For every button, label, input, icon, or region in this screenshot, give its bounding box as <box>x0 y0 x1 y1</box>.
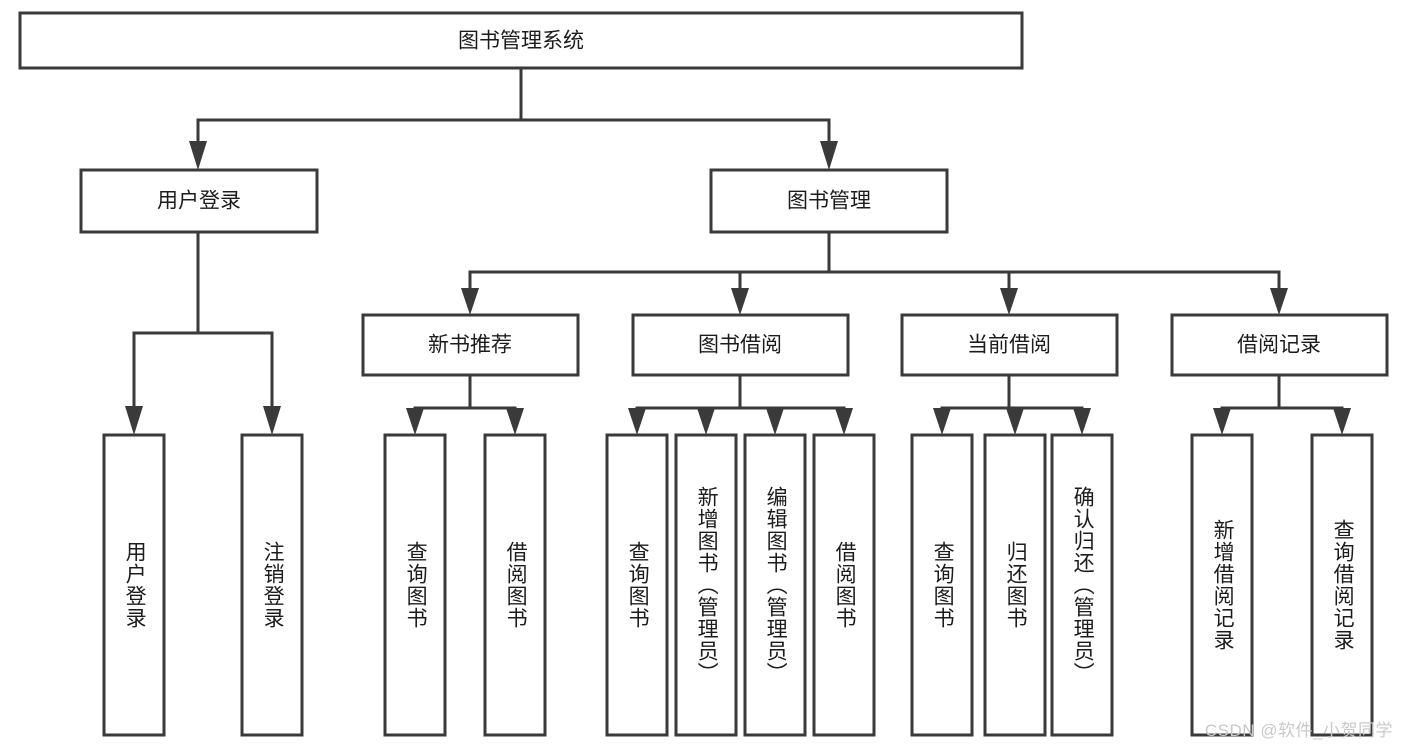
node-borrow-record[interactable]: 借阅记录 <box>1170 313 1389 377</box>
arrow-cb-leaf-1 <box>933 408 951 435</box>
node-leaf-confirm-return-label: 确认归还（管理员） <box>1071 486 1095 684</box>
node-book-manage[interactable]: 图书管理 <box>709 168 949 234</box>
node-current-borrow-box[interactable] <box>900 313 1119 377</box>
node-new-book-recommend[interactable]: 新书推荐 <box>361 313 580 377</box>
node-leaf-confirm-return-box[interactable] <box>1050 433 1114 737</box>
node-leaf-query-book-recommend[interactable]: 查询图书 <box>383 433 447 737</box>
node-user-login-box[interactable] <box>79 168 319 234</box>
node-leaf-query-book-recommend-box[interactable] <box>383 433 447 737</box>
node-leaf-query-book-current-label: 查询图书 <box>931 541 955 629</box>
node-book-borrow[interactable]: 图书借阅 <box>631 313 850 377</box>
node-root[interactable]: 图书管理系统 <box>18 11 1024 70</box>
arrow-user-login-leaf-1 <box>125 406 143 435</box>
node-leaf-add-borrow-record-label: 新增借阅记录 <box>1211 519 1235 651</box>
node-leaf-query-book-current[interactable]: 查询图书 <box>910 433 974 737</box>
arrow-br-leaf-2 <box>1333 408 1351 435</box>
node-leaf-add-borrow-record-box[interactable] <box>1190 433 1254 737</box>
arrow-to-book-borrow <box>731 288 749 315</box>
arrow-to-new-book-recommend <box>461 288 479 315</box>
node-new-book-recommend-box[interactable] <box>361 313 580 377</box>
arrow-root-to-book-manage <box>820 141 838 170</box>
node-leaf-edit-book[interactable]: 编辑图书（管理员） <box>743 433 807 737</box>
node-borrow-record-label: 借阅记录 <box>1237 334 1321 357</box>
arrow-br-leaf-1 <box>1213 408 1231 435</box>
arrow-bb-leaf-1 <box>628 408 646 435</box>
node-book-manage-label: 图书管理 <box>787 190 871 213</box>
node-leaf-confirm-return[interactable]: 确认归还（管理员） <box>1050 433 1114 737</box>
node-leaf-return-book[interactable]: 归还图书 <box>983 433 1047 737</box>
node-leaf-borrow-book-label: 借阅图书 <box>833 541 857 629</box>
arrow-bb-leaf-2 <box>697 408 715 435</box>
node-leaf-logout-login[interactable]: 注销登录 <box>240 433 304 737</box>
arrow-bb-leaf-4 <box>835 408 853 435</box>
node-leaf-return-book-label: 归还图书 <box>1004 541 1028 629</box>
arrow-to-current-borrow <box>1000 288 1018 315</box>
node-new-book-recommend-label: 新书推荐 <box>428 334 512 357</box>
node-root-box[interactable] <box>18 11 1024 70</box>
node-leaf-borrow-book-box[interactable] <box>812 433 876 737</box>
node-user-login[interactable]: 用户登录 <box>79 168 319 234</box>
node-leaf-query-book-borrow-label: 查询图书 <box>626 541 650 629</box>
node-current-borrow-label: 当前借阅 <box>967 334 1051 357</box>
connectors-group <box>125 66 1351 435</box>
node-leaf-query-book-borrow[interactable]: 查询图书 <box>605 433 669 737</box>
node-leaf-add-book-label: 新增图书（管理员） <box>695 486 719 684</box>
node-leaf-add-borrow-record[interactable]: 新增借阅记录 <box>1190 433 1254 737</box>
node-book-borrow-label: 图书借阅 <box>698 334 782 357</box>
node-leaf-borrow-book[interactable]: 借阅图书 <box>812 433 876 737</box>
node-user-login-label: 用户登录 <box>157 190 241 213</box>
node-leaf-query-book-borrow-box[interactable] <box>605 433 669 737</box>
arrow-nbr-leaf-2 <box>506 408 524 435</box>
node-leaf-borrow-book-recommend-box[interactable] <box>483 433 547 737</box>
node-leaf-query-book-current-box[interactable] <box>910 433 974 737</box>
node-leaf-edit-book-label: 编辑图书（管理员） <box>764 486 788 684</box>
node-book-borrow-box[interactable] <box>631 313 850 377</box>
node-borrow-record-box[interactable] <box>1170 313 1389 377</box>
node-root-label: 图书管理系统 <box>458 30 584 53</box>
node-leaf-borrow-book-recommend[interactable]: 借阅图书 <box>483 433 547 737</box>
arrow-cb-leaf-2 <box>1006 408 1024 435</box>
arrow-user-login-leaf-2 <box>263 406 281 435</box>
node-leaf-query-borrow-record[interactable]: 查询借阅记录 <box>1310 433 1374 737</box>
csdn-watermark: CSDN @软件_小贺同学 <box>1204 721 1393 740</box>
node-leaf-query-borrow-record-label: 查询借阅记录 <box>1331 519 1355 651</box>
node-leaf-logout-login-label: 注销登录 <box>261 541 285 629</box>
arrow-to-borrow-record <box>1270 288 1288 315</box>
node-leaf-query-book-recommend-label: 查询图书 <box>404 541 428 629</box>
arrow-nbr-leaf-1 <box>406 408 424 435</box>
node-leaf-return-book-box[interactable] <box>983 433 1047 737</box>
node-leaf-edit-book-box[interactable] <box>743 433 807 737</box>
arrow-bb-leaf-3 <box>766 408 784 435</box>
node-leaf-user-login-box[interactable] <box>102 433 166 737</box>
node-current-borrow[interactable]: 当前借阅 <box>900 313 1119 377</box>
node-leaf-logout-login-box[interactable] <box>240 433 304 737</box>
arrow-root-to-user-login <box>189 141 207 170</box>
node-book-manage-box[interactable] <box>709 168 949 234</box>
node-leaf-borrow-book-recommend-label: 借阅图书 <box>504 541 528 629</box>
node-leaf-user-login-label: 用户登录 <box>123 541 147 629</box>
node-leaf-user-login[interactable]: 用户登录 <box>102 433 166 737</box>
node-leaf-add-book[interactable]: 新增图书（管理员） <box>674 433 738 737</box>
node-leaf-query-borrow-record-box[interactable] <box>1310 433 1374 737</box>
node-leaf-add-book-box[interactable] <box>674 433 738 737</box>
arrow-cb-leaf-3 <box>1073 408 1091 435</box>
